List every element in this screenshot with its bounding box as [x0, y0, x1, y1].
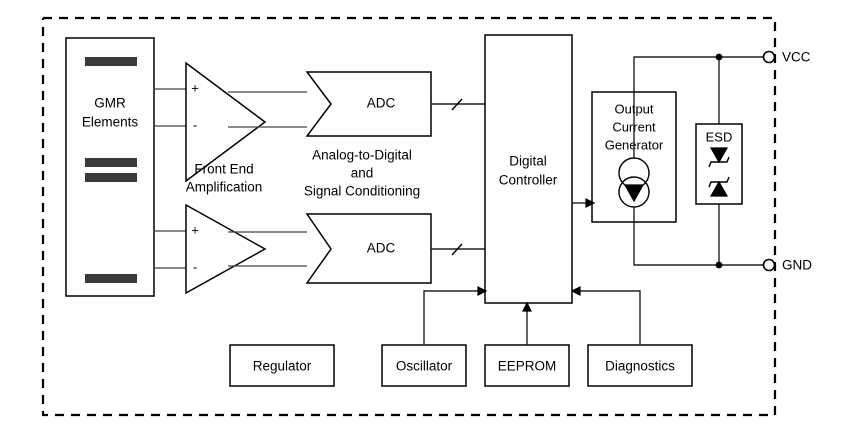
amp-top-plus-sign: +: [191, 80, 199, 95]
gmr-elements-label-line2: Elements: [82, 115, 139, 130]
ic-boundary-dashed: [41, 16, 777, 417]
analog-section-label-line2: and: [351, 166, 374, 181]
esd-zener-lower-bar-icon: [708, 176, 730, 188]
esd-zener-lower-icon: [709, 180, 729, 197]
vcc-terminal-circle: [762, 50, 776, 64]
arrowhead-oscillator-icon: [477, 286, 488, 296]
adc-top-label: ADC: [367, 96, 396, 111]
gmr-bar-2: [85, 158, 137, 167]
esd-label: ESD: [706, 129, 733, 144]
adc-bottom-block: [305, 213, 432, 284]
bus-slash-top-icon: [451, 98, 463, 111]
amp-top-minus-sign: -: [193, 117, 197, 132]
diagnostics-label: Diagnostics: [605, 359, 675, 374]
oscillator-label: Oscillator: [396, 359, 453, 374]
wire-oscillator-to-controller: [423, 290, 478, 345]
amplifier-bottom: [185, 203, 267, 295]
digital-controller-block: [484, 34, 573, 304]
gnd-terminal-label: GND: [782, 258, 812, 273]
digital-controller-label-line1: Digital: [509, 154, 547, 169]
amp-bottom-minus-sign: -: [193, 259, 197, 274]
analog-section-label-line1: Analog-to-Digital: [312, 148, 412, 163]
esd-zener-upper-icon: [709, 147, 729, 164]
eeprom-label: EEPROM: [498, 359, 557, 374]
amplifier-top: [185, 61, 267, 183]
oscillator-block: [381, 344, 467, 387]
gmr-bar-3: [85, 173, 137, 182]
arrowhead-diagnostics-icon: [570, 286, 581, 296]
adc-top-block: [305, 71, 432, 137]
gmr-bar-1: [85, 57, 137, 66]
wire-diagnostics-to-controller: [580, 290, 641, 345]
current-source-arrow-icon: [623, 184, 645, 203]
regulator-label: Regulator: [253, 359, 312, 374]
regulator-block: [229, 344, 335, 387]
vcc-terminal-label: VCC: [782, 50, 811, 65]
analog-section-label-line3: Signal Conditioning: [304, 184, 420, 199]
front-end-label-line2: Amplification: [186, 180, 263, 195]
digital-controller-label-line2: Controller: [499, 173, 558, 188]
gmr-bar-4: [85, 274, 137, 283]
amp-bottom-plus-sign: +: [191, 222, 199, 237]
arrowhead-controller-to-ocg-icon: [585, 198, 596, 208]
esd-zener-upper-bar-icon: [708, 156, 730, 168]
arrowhead-eeprom-icon: [522, 301, 532, 312]
gmr-elements-label-line1: GMR: [94, 96, 126, 111]
junction-dot-gnd: [715, 261, 723, 269]
gnd-terminal-circle: [762, 258, 776, 272]
front-end-label-line1: Front End: [194, 162, 253, 177]
bus-slash-bottom-icon: [451, 243, 463, 256]
adc-bottom-label: ADC: [367, 241, 396, 256]
junction-dot-vcc: [715, 53, 723, 61]
